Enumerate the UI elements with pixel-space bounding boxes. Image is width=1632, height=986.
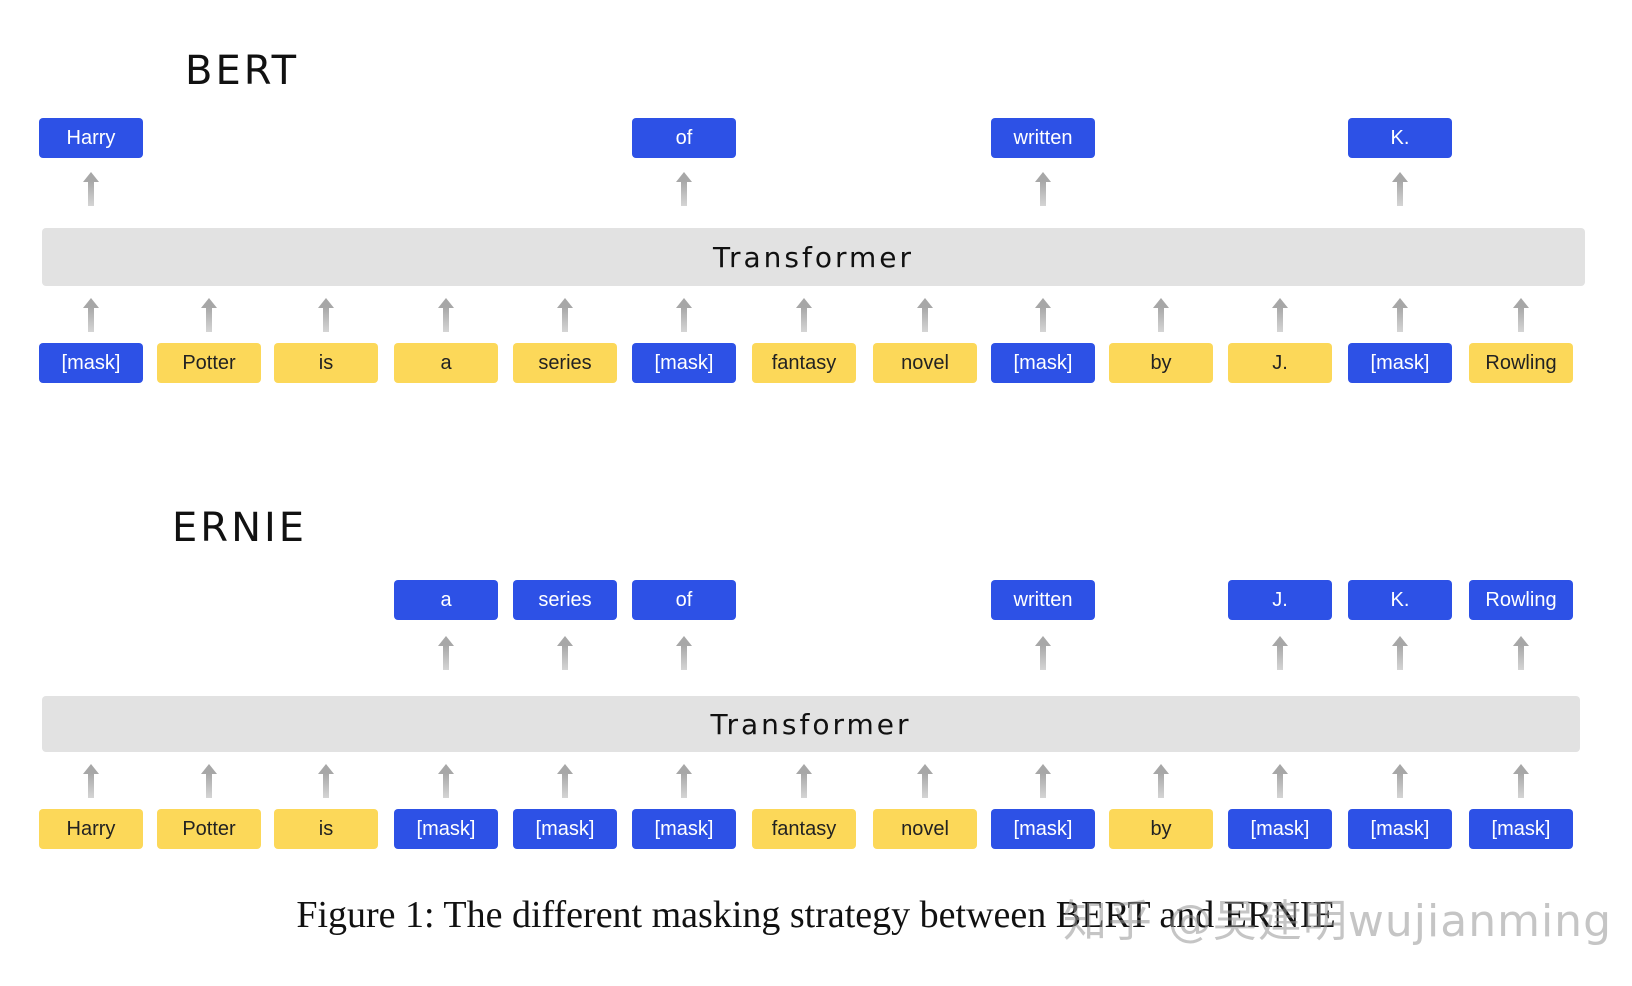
bert-input-arrow-icon <box>1153 298 1169 332</box>
bert-input-token: Rowling <box>1469 343 1573 383</box>
ernie-output-arrow-icon <box>1272 636 1288 670</box>
watermark: 知乎 @吴建明wujianming <box>1062 896 1612 947</box>
ernie-input-arrow-icon <box>318 764 334 798</box>
ernie-input-arrow-icon <box>1392 764 1408 798</box>
ernie-input-arrow-icon <box>796 764 812 798</box>
ernie-input-arrow-icon <box>438 764 454 798</box>
ernie-masked-token: [mask] <box>1348 809 1452 849</box>
ernie-masked-token: [mask] <box>513 809 617 849</box>
ernie-output-token: Rowling <box>1469 580 1573 620</box>
ernie-output-arrow-icon <box>557 636 573 670</box>
ernie-output-arrow-icon <box>1392 636 1408 670</box>
bert-input-arrow-icon <box>917 298 933 332</box>
ernie-input-arrow-icon <box>83 764 99 798</box>
ernie-output-arrow-icon <box>676 636 692 670</box>
ernie-masked-token: [mask] <box>1469 809 1573 849</box>
bert-input-arrow-icon <box>83 298 99 332</box>
bert-masked-token: [mask] <box>632 343 736 383</box>
bert-masked-token: [mask] <box>1348 343 1452 383</box>
bert-masked-token: [mask] <box>39 343 143 383</box>
ernie-output-arrow-icon <box>1513 636 1529 670</box>
bert-input-token: fantasy <box>752 343 856 383</box>
bert-input-arrow-icon <box>796 298 812 332</box>
ernie-output-arrow-icon <box>1035 636 1051 670</box>
bert-input-arrow-icon <box>438 298 454 332</box>
ernie-output-token: a <box>394 580 498 620</box>
ernie-output-token: written <box>991 580 1095 620</box>
bert-input-arrow-icon <box>1392 298 1408 332</box>
ernie-title: ERNIE <box>172 505 308 551</box>
ernie-input-token: by <box>1109 809 1213 849</box>
bert-output-token: written <box>991 118 1095 158</box>
ernie-output-token: of <box>632 580 736 620</box>
bert-input-arrow-icon <box>1035 298 1051 332</box>
ernie-input-token: Harry <box>39 809 143 849</box>
ernie-input-arrow-icon <box>1153 764 1169 798</box>
bert-input-token: series <box>513 343 617 383</box>
bert-masked-token: [mask] <box>991 343 1095 383</box>
ernie-masked-token: [mask] <box>1228 809 1332 849</box>
ernie-input-arrow-icon <box>917 764 933 798</box>
ernie-masked-token: [mask] <box>991 809 1095 849</box>
bert-output-arrow-icon <box>83 172 99 206</box>
ernie-output-token: series <box>513 580 617 620</box>
bert-input-token: novel <box>873 343 977 383</box>
ernie-masked-token: [mask] <box>632 809 736 849</box>
bert-output-token: K. <box>1348 118 1452 158</box>
bert-input-token: J. <box>1228 343 1332 383</box>
ernie-input-token: fantasy <box>752 809 856 849</box>
ernie-input-arrow-icon <box>557 764 573 798</box>
ernie-input-arrow-icon <box>1035 764 1051 798</box>
bert-input-token: by <box>1109 343 1213 383</box>
ernie-input-arrow-icon <box>1272 764 1288 798</box>
bert-input-arrow-icon <box>201 298 217 332</box>
ernie-output-token: J. <box>1228 580 1332 620</box>
ernie-input-arrow-icon <box>201 764 217 798</box>
bert-input-token: a <box>394 343 498 383</box>
bert-input-arrow-icon <box>1272 298 1288 332</box>
bert-input-arrow-icon <box>1513 298 1529 332</box>
bert-output-token: Harry <box>39 118 143 158</box>
ernie-input-token: Potter <box>157 809 261 849</box>
bert-output-arrow-icon <box>1392 172 1408 206</box>
bert-output-arrow-icon <box>676 172 692 206</box>
bert-output-token: of <box>632 118 736 158</box>
bert-title: BERT <box>185 48 300 94</box>
ernie-input-arrow-icon <box>676 764 692 798</box>
bert-transformer-bar: Transformer <box>42 228 1585 286</box>
ernie-input-arrow-icon <box>1513 764 1529 798</box>
bert-input-token: Potter <box>157 343 261 383</box>
bert-input-arrow-icon <box>557 298 573 332</box>
bert-input-arrow-icon <box>676 298 692 332</box>
ernie-transformer-bar: Transformer <box>42 696 1580 752</box>
ernie-input-token: is <box>274 809 378 849</box>
bert-input-arrow-icon <box>318 298 334 332</box>
ernie-output-arrow-icon <box>438 636 454 670</box>
figure-caption: Figure 1: The different masking strategy… <box>296 894 1336 936</box>
bert-output-arrow-icon <box>1035 172 1051 206</box>
ernie-input-token: novel <box>873 809 977 849</box>
bert-input-token: is <box>274 343 378 383</box>
ernie-output-token: K. <box>1348 580 1452 620</box>
ernie-masked-token: [mask] <box>394 809 498 849</box>
